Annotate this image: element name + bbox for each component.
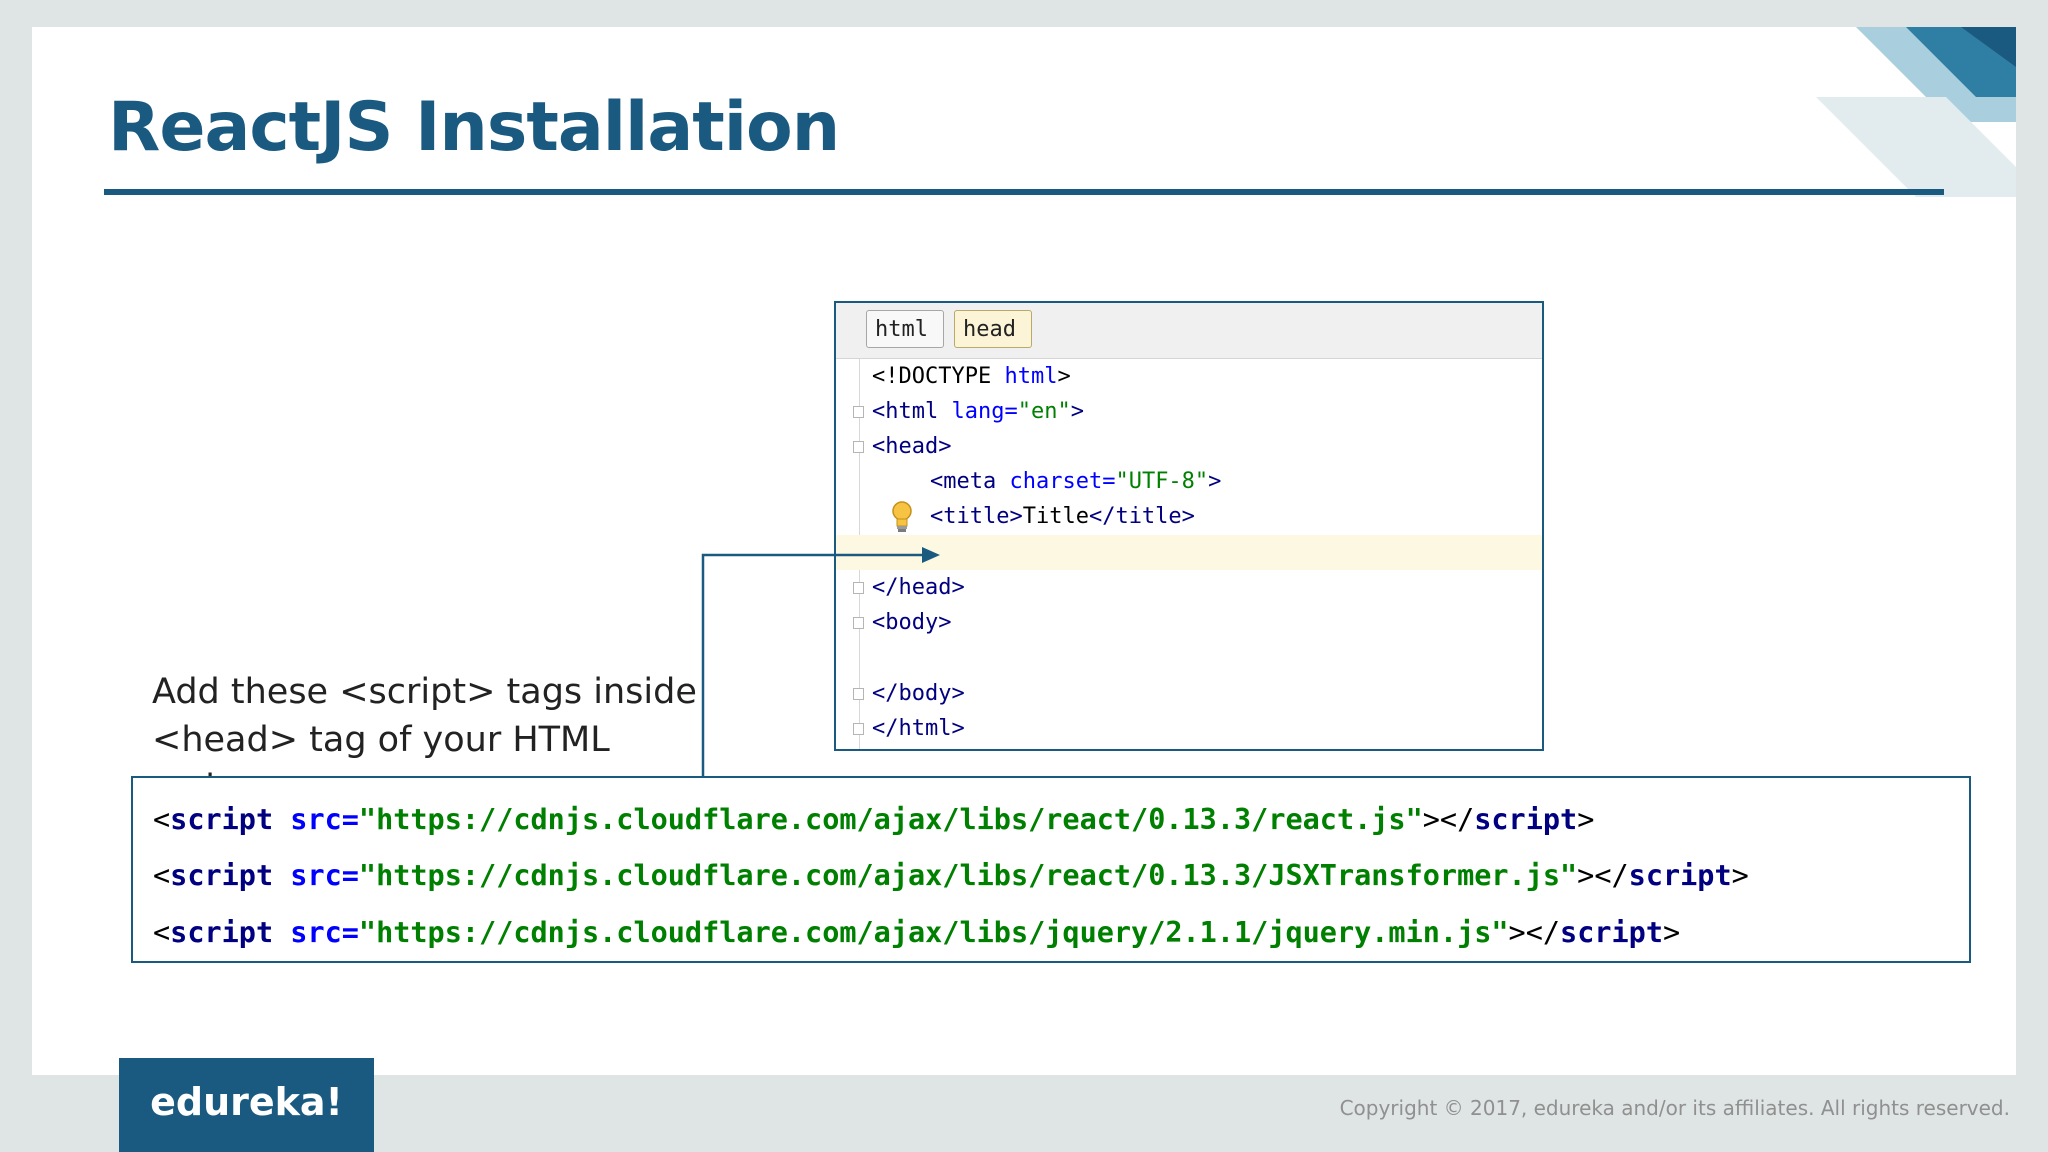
code-editor-screenshot: html head <!DOCTYPE html> <html lang="en… xyxy=(834,301,1544,751)
corner-decoration xyxy=(1816,27,2016,197)
fold-icon[interactable] xyxy=(853,582,864,594)
code-line-meta: <meta charset="UTF-8"> xyxy=(930,469,1222,494)
code-line-title: <title>Title</title> xyxy=(930,504,1195,529)
breadcrumb-head[interactable]: head xyxy=(954,310,1032,348)
script-line-jsxtransformer: <script src="https://cdnjs.cloudflare.co… xyxy=(153,859,1749,892)
lightbulb-icon[interactable] xyxy=(890,500,914,534)
fold-icon[interactable] xyxy=(853,406,864,418)
code-line-head-open: <head> xyxy=(872,434,952,459)
code-line-html-open: <html lang="en"> xyxy=(872,399,1084,424)
fold-icon[interactable] xyxy=(853,441,864,453)
logo-text: edureka! xyxy=(150,1080,343,1124)
code-line-body-open: <body> xyxy=(872,610,952,635)
fold-icon[interactable] xyxy=(853,617,864,629)
fold-icon[interactable] xyxy=(853,688,864,700)
breadcrumb-html[interactable]: html xyxy=(866,310,944,348)
script-line-jquery: <script src="https://cdnjs.cloudflare.co… xyxy=(153,916,1681,949)
copyright-notice: Copyright © 2017, edureka and/or its aff… xyxy=(1339,1096,2010,1120)
code-line-doctype: <!DOCTYPE html> xyxy=(872,364,1071,389)
script-line-react: <script src="https://cdnjs.cloudflare.co… xyxy=(153,803,1595,836)
current-line-highlight xyxy=(836,535,1542,570)
editor-breadcrumb: html head xyxy=(836,303,1542,359)
code-line-body-close: </body> xyxy=(872,681,965,706)
script-tags-box: <script src="https://cdnjs.cloudflare.co… xyxy=(131,776,1971,963)
code-line-html-close: </html> xyxy=(872,716,965,741)
code-line-head-close: </head> xyxy=(872,575,965,600)
slide-title: ReactJS Installation xyxy=(108,88,840,167)
title-underline xyxy=(104,189,1944,195)
fold-icon[interactable] xyxy=(853,723,864,735)
edureka-logo: edureka! xyxy=(119,1058,374,1152)
